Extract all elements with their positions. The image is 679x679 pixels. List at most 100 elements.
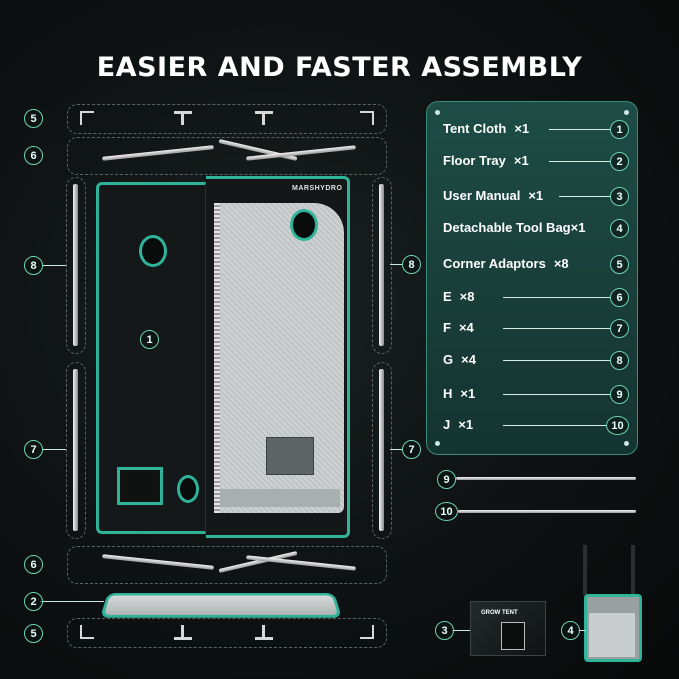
leader-line — [503, 328, 611, 329]
parts-row: Tent Cloth×1 1 — [443, 120, 631, 139]
poles-g-box-right — [372, 177, 392, 354]
parts-row: G×4 8 — [443, 351, 631, 370]
tent-side-panel — [96, 182, 206, 534]
leader-line — [559, 196, 611, 197]
parts-row: Corner Adaptors×8 5 — [443, 255, 631, 274]
callout-4: 4 — [561, 621, 580, 640]
callout-6-bottom: 6 — [24, 555, 43, 574]
parts-row: User Manual ×1 3 — [443, 187, 631, 206]
leader-line — [503, 425, 607, 426]
callout-8: 8 — [610, 351, 629, 370]
callout-8-left: 8 — [24, 256, 43, 275]
part-qty: ×1 — [458, 417, 474, 432]
part-qty: ×1 — [570, 220, 586, 235]
vent-port — [290, 209, 318, 241]
callout-6-top: 6 — [24, 146, 43, 165]
vent-port — [139, 235, 167, 267]
part-name: J — [443, 417, 451, 432]
vent-port — [177, 475, 199, 503]
parts-row: Floor Tray×1 2 — [443, 152, 631, 171]
part-qty: ×4 — [458, 320, 474, 335]
page-title: EASIER AND FASTER ASSEMBLY — [96, 52, 583, 83]
leader-line — [42, 449, 66, 450]
callout-7: 7 — [610, 319, 629, 338]
callout-10: 10 — [435, 502, 458, 521]
pole-g — [379, 184, 384, 346]
poles-e-box-top — [67, 137, 387, 175]
parts-row: E×8 6 — [443, 288, 631, 307]
corner-adaptor — [181, 111, 184, 125]
pole-e — [102, 554, 214, 570]
callout-10: 10 — [606, 416, 629, 435]
parts-row: H ×1 9 — [443, 385, 631, 404]
parts-list-panel: Tent Cloth×1 1 Floor Tray×1 2 User Manua… — [426, 101, 638, 455]
callout-9: 9 — [437, 470, 456, 489]
screw — [624, 441, 629, 446]
leader-line — [42, 265, 66, 266]
part-name: Corner Adaptors — [443, 256, 546, 271]
leader-line — [390, 449, 402, 450]
callout-8-right: 8 — [402, 255, 421, 274]
leader-line — [503, 394, 611, 395]
parts-row: F ×4 7 — [443, 319, 631, 338]
poles-f-box-right — [372, 362, 392, 539]
screw — [435, 110, 440, 115]
callout-9: 9 — [610, 385, 629, 404]
leader-line — [390, 264, 402, 265]
leader-line — [40, 601, 104, 602]
leader-line — [549, 161, 611, 162]
tool-bag-strap — [631, 545, 635, 595]
corner-adaptor — [360, 625, 374, 639]
corner-adaptor — [80, 111, 94, 125]
leader-line — [503, 360, 611, 361]
pole-g — [73, 184, 78, 346]
part-qty: ×1 — [514, 121, 530, 136]
screw — [624, 110, 629, 115]
corner-adaptors-box-top — [67, 104, 387, 134]
part-name: H — [443, 386, 453, 401]
tent-front-panel: MARSHYDRO — [206, 176, 350, 538]
pole-e — [102, 145, 214, 161]
tool-bag-strap — [583, 545, 587, 595]
callout-6: 6 — [610, 288, 629, 307]
brand-logo: MARSHYDRO — [292, 185, 343, 192]
poles-f-box-left — [66, 362, 86, 539]
callout-3: 3 — [435, 621, 454, 640]
corner-adaptor — [360, 111, 374, 125]
part-name: Tent Cloth — [443, 121, 507, 136]
callout-3: 3 — [610, 187, 629, 206]
poles-e-box-bottom — [67, 546, 387, 584]
callout-5: 5 — [610, 255, 629, 274]
vent-window — [117, 467, 163, 505]
callout-5-bottom: 5 — [24, 624, 43, 643]
corner-adaptors-box-bottom — [67, 618, 387, 648]
part-qty: ×1 — [460, 386, 476, 401]
callout-5-top: 5 — [24, 109, 43, 128]
interior-vent-window — [266, 437, 314, 475]
callout-4: 4 — [610, 219, 629, 238]
callout-1: 1 — [140, 330, 159, 349]
detachable-tool-bag — [584, 594, 642, 662]
part-name: User Manual — [443, 188, 521, 203]
callout-7-left: 7 — [24, 440, 43, 459]
part-qty: ×1 — [528, 188, 544, 203]
floor-tray — [100, 593, 342, 618]
part-name: F — [443, 320, 451, 335]
box-label: GROW TENT — [481, 610, 518, 616]
grow-tent: 1 MARSHYDRO — [96, 176, 350, 538]
leader-line — [578, 630, 586, 631]
rod-h — [456, 477, 636, 480]
corner-adaptor — [262, 111, 265, 125]
parts-row: J ×1 10 — [443, 416, 631, 435]
pole-f — [73, 369, 78, 531]
tool-bag-pocket — [589, 613, 635, 657]
corner-adaptor — [80, 625, 94, 639]
callout-7-right: 7 — [402, 440, 421, 459]
part-qty: ×1 — [513, 153, 529, 168]
leader-line — [503, 297, 611, 298]
interior-floor — [220, 489, 340, 507]
part-name: Floor Tray — [443, 153, 506, 168]
poles-g-box-left — [66, 177, 86, 354]
part-qty: ×8 — [459, 289, 475, 304]
